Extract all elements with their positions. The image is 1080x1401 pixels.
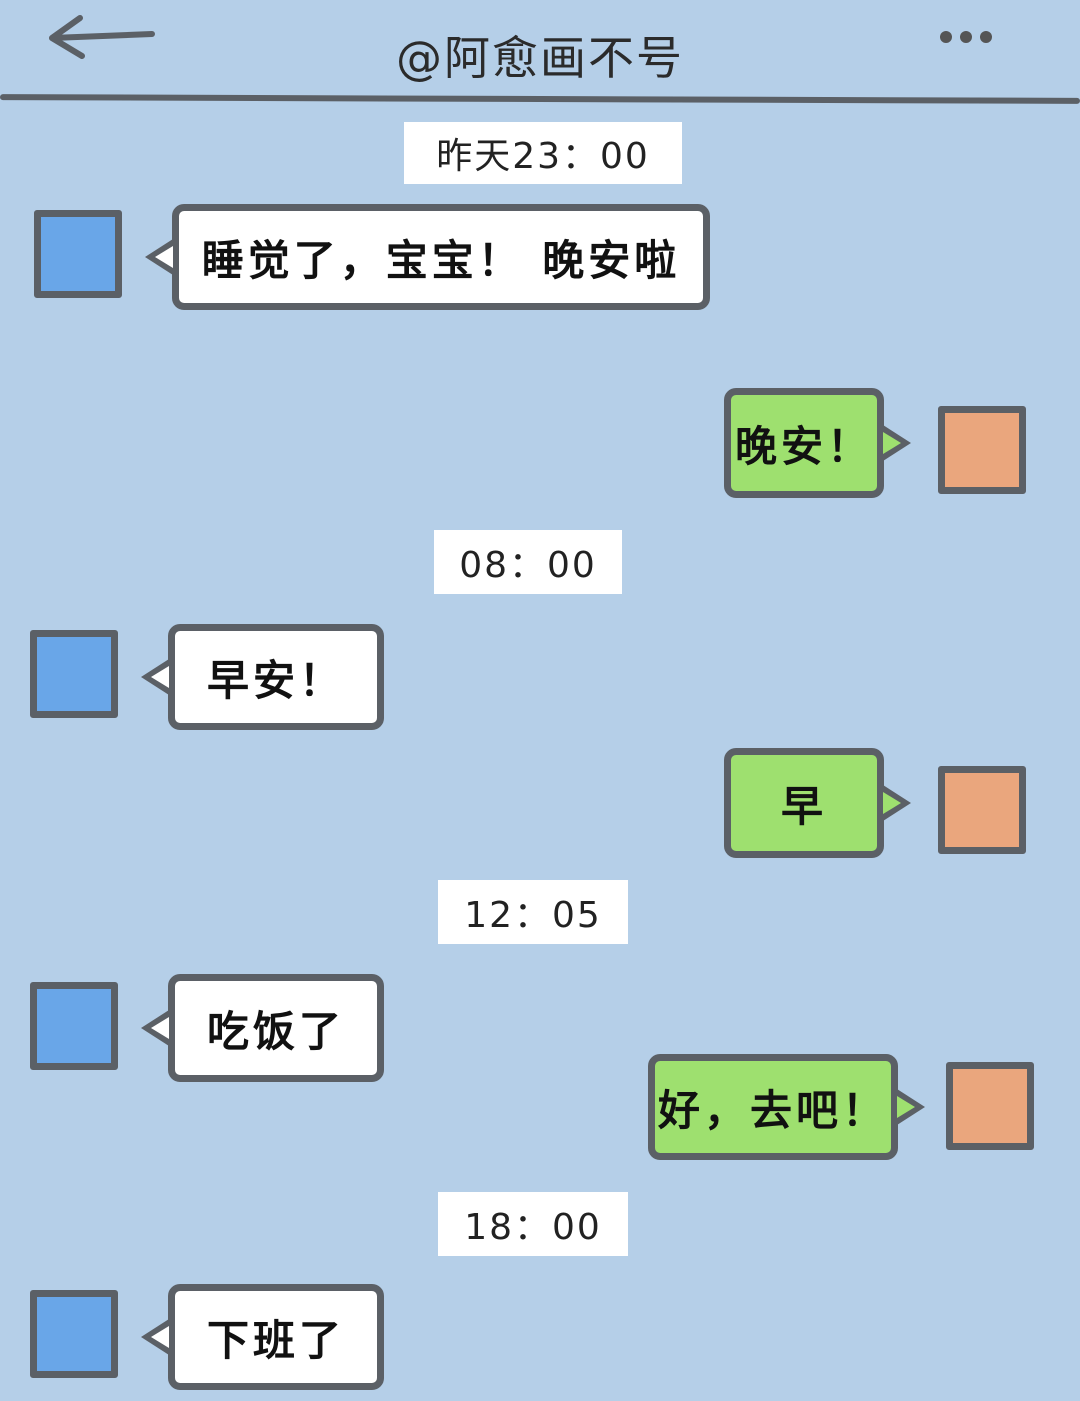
chat-title: @阿愈画不号: [396, 31, 684, 85]
outgoing-message-bubble[interactable]: 早: [724, 748, 911, 858]
header-divider: [0, 94, 1080, 104]
contact-avatar[interactable]: [30, 982, 118, 1070]
back-button[interactable]: [40, 12, 160, 62]
message-text: 好，去吧！: [657, 1085, 888, 1135]
bubble-tail: [141, 1010, 169, 1046]
more-button[interactable]: [940, 24, 1010, 50]
incoming-message-bubble[interactable]: 吃饭了: [141, 974, 384, 1082]
contact-avatar[interactable]: [34, 210, 122, 298]
arrow-left-icon: [49, 15, 155, 59]
more-dots-icon: [940, 31, 952, 43]
incoming-message-bubble[interactable]: 早安！: [141, 624, 384, 730]
message-text: 早: [780, 781, 827, 831]
self-avatar[interactable]: [938, 766, 1026, 854]
bubble-tail: [141, 1319, 169, 1355]
bubble-tail: [883, 425, 911, 461]
bubble-tail: [897, 1089, 925, 1125]
more-dots-icon: [980, 31, 992, 43]
bubble-tail: [141, 659, 169, 695]
chat-header: @阿愈画不号: [0, 0, 1080, 104]
message-text: 晚安！: [734, 421, 873, 471]
bubble-tail: [883, 785, 911, 821]
self-avatar[interactable]: [938, 406, 1026, 494]
bubble-tail: [145, 239, 173, 275]
more-dots-icon: [960, 31, 972, 43]
contact-avatar[interactable]: [30, 630, 118, 718]
self-avatar[interactable]: [946, 1062, 1034, 1150]
outgoing-message-bubble[interactable]: 晚安！: [724, 388, 911, 498]
message-text: 吃饭了: [206, 1006, 345, 1056]
contact-avatar[interactable]: [30, 1290, 118, 1378]
timestamp: 18：00: [438, 1192, 628, 1256]
incoming-message-bubble[interactable]: 睡觉了，宝宝！ 晚安啦: [145, 204, 710, 310]
incoming-message-bubble[interactable]: 下班了: [141, 1284, 384, 1390]
timestamp: 08：00: [434, 530, 622, 594]
message-text: 睡觉了，宝宝！ 晚安啦: [201, 235, 681, 285]
outgoing-message-bubble[interactable]: 好，去吧！: [648, 1054, 925, 1160]
message-text: 早安！: [206, 655, 345, 705]
timestamp: 昨天23：00: [404, 122, 682, 184]
timestamp: 12：05: [438, 880, 628, 944]
message-text: 下班了: [206, 1315, 345, 1365]
